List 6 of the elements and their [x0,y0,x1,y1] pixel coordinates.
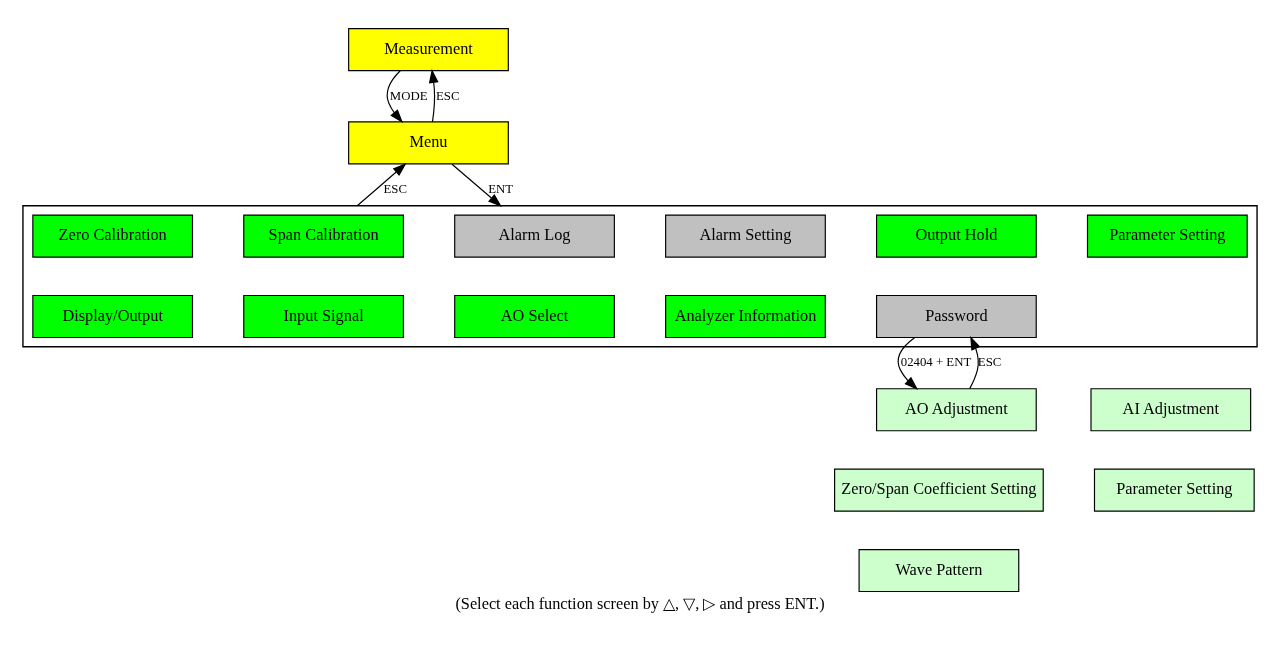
edge-label: 02404 + ENT [900,354,972,369]
edge-label: MODE [389,88,428,103]
edge-label: ENT [488,181,514,196]
edge-label: ESC [435,88,460,103]
caption: (Select each function screen by △, ▽, ▷ and press ENT.) [455,593,825,613]
edge-label: ESC [383,181,408,196]
